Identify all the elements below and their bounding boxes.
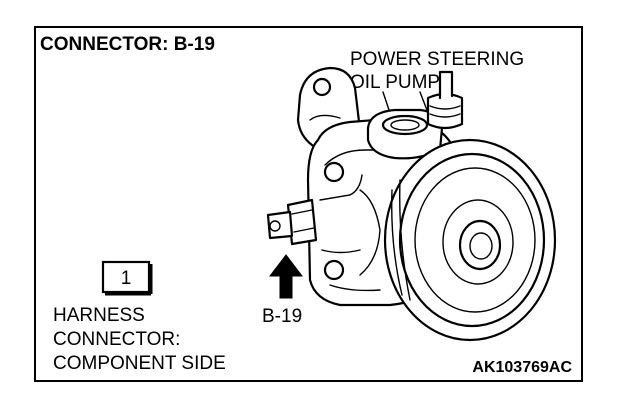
pointer-arrow-icon bbox=[268, 254, 304, 299]
component-label-line1: POWER STEERING bbox=[350, 49, 524, 70]
harness-label-line2: CONNECTOR: bbox=[53, 329, 180, 350]
connector-pin-box bbox=[101, 260, 151, 294]
harness-label-line3: COMPONENT SIDE bbox=[53, 353, 226, 374]
power-steering-pump-illustration bbox=[266, 66, 557, 342]
component-label-line2: OIL PUMP bbox=[350, 72, 440, 93]
pointer-label: B-19 bbox=[262, 306, 302, 327]
title-text: CONNECTOR: B-19 bbox=[40, 34, 215, 55]
connector-pin-number: 1 bbox=[121, 268, 132, 289]
figure-code: AK103769AC bbox=[472, 359, 572, 376]
harness-label-line1: HARNESS bbox=[53, 305, 145, 326]
